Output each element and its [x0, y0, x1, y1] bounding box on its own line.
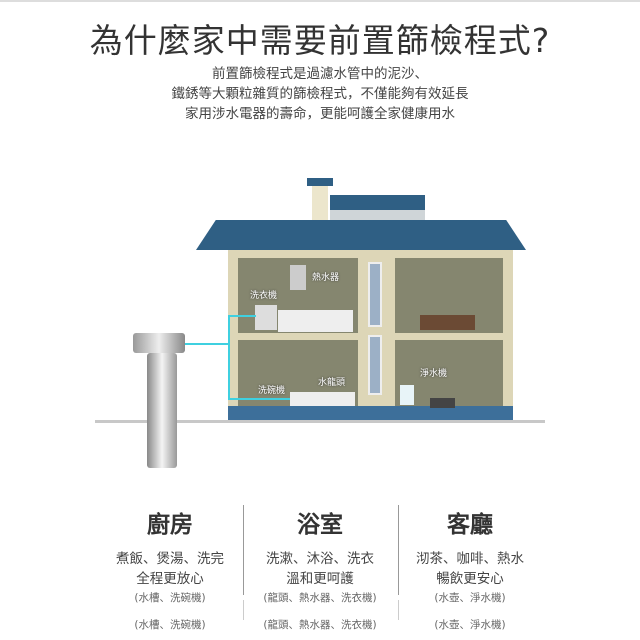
- column-divider: [243, 505, 244, 595]
- label-water-heater: 熱水器: [312, 273, 340, 283]
- label-purifier: 淨水機: [420, 369, 448, 379]
- subtitle-line: 前置篩檢程式是過濾水管中的泥沙、: [212, 66, 428, 82]
- subtitle-line: 鐵銹等大顆粒雜質的篩檢程式，不僅能夠有效延長: [171, 86, 469, 102]
- label-faucet: 水龍頭: [318, 378, 346, 388]
- column-text: 沏茶、咖啡、熱水: [416, 551, 524, 567]
- column-heading: 廚房: [147, 512, 193, 538]
- column-bathroom: 浴室 洗漱、沐浴、洗衣 溫和更呵護 (龍頭、熱水器、洗衣機) (龍頭、熱水器、洗…: [245, 505, 395, 632]
- column-living-room: 客廳 沏茶、咖啡、熱水 暢飲更安心 (水壺、淨水機) (水壺、淨水機): [395, 505, 545, 632]
- column-note: (水槽、洗碗機): [134, 592, 206, 604]
- top-divider: [0, 0, 640, 2]
- column-divider: [243, 600, 244, 620]
- house-illustration: 熱水器 洗衣機 水龍頭 洗碗機 淨水機: [0, 170, 640, 480]
- column-text: 煮飯、煲湯、洗完: [116, 551, 224, 567]
- column-divider: [398, 505, 399, 595]
- page-title: 為什麼家中需要前置篩檢程式?: [89, 21, 551, 60]
- column-kitchen: 廚房 煮飯、煲湯、洗完 全程更放心 (水槽、洗碗機) (水槽、洗碗機): [95, 505, 245, 632]
- column-note: (龍頭、熱水器、洗衣機): [263, 619, 377, 631]
- column-text: 全程更放心: [136, 571, 204, 587]
- column-note: (龍頭、熱水器、洗衣機): [263, 592, 377, 604]
- label-dishwasher: 洗碗機: [258, 386, 286, 396]
- column-text: 溫和更呵護: [286, 571, 354, 587]
- column-note: (水槽、洗碗機): [134, 619, 206, 631]
- column-heading: 客廳: [447, 512, 493, 538]
- column-note: (水壺、淨水機): [434, 592, 506, 604]
- column-divider: [398, 600, 399, 620]
- column-note: (水壺、淨水機): [434, 619, 506, 631]
- subtitle-line: 家用涉水電器的壽命，更能呵護全家健康用水: [185, 106, 455, 122]
- column-text: 洗漱、沐浴、洗衣: [266, 551, 374, 567]
- column-text: 暢飲更安心: [436, 571, 504, 587]
- column-heading: 浴室: [297, 512, 343, 538]
- label-washing-machine: 洗衣機: [250, 291, 278, 301]
